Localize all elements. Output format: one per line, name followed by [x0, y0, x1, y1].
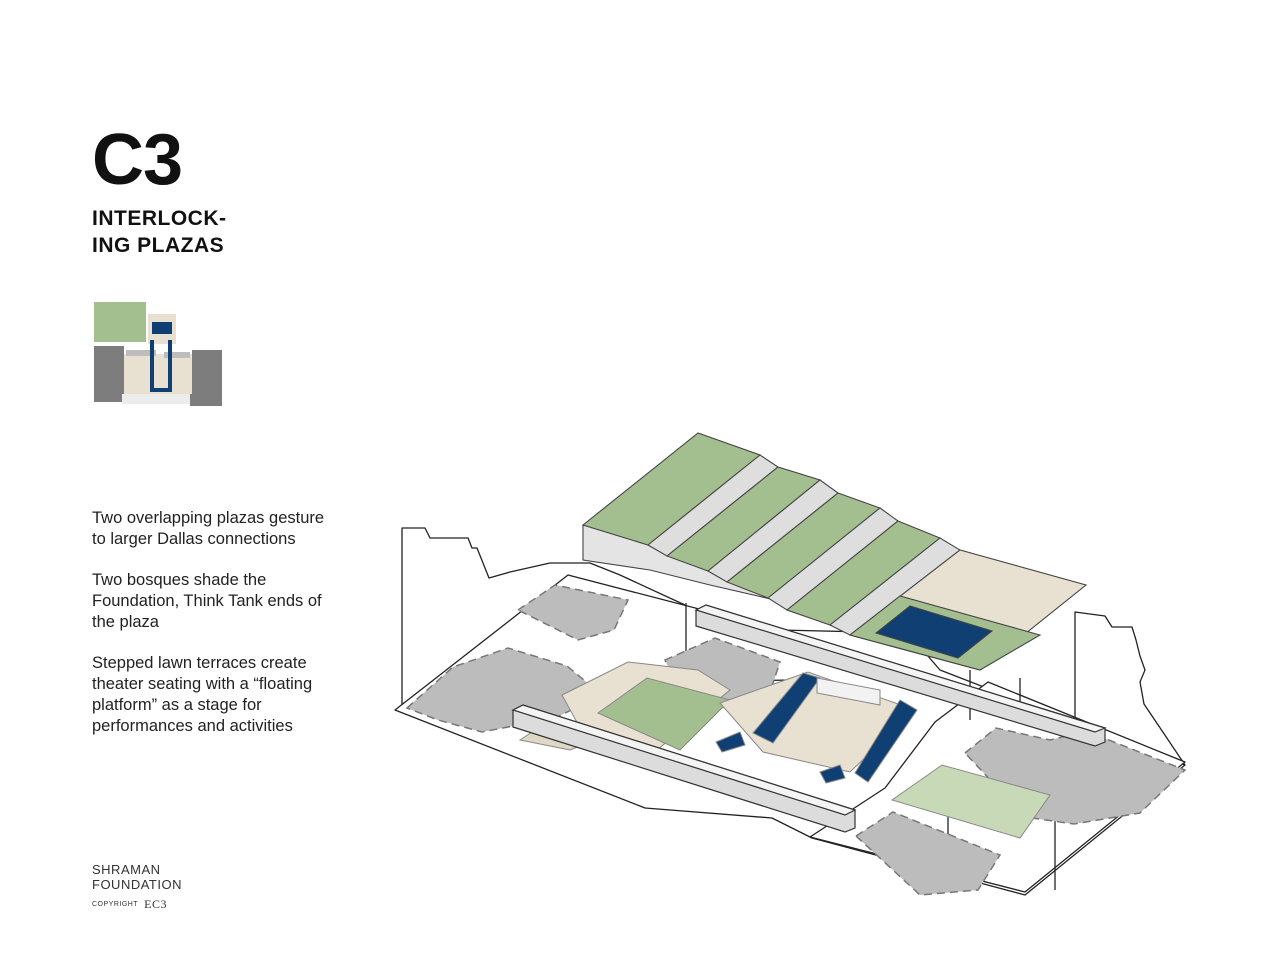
keyplan-building: [192, 350, 222, 392]
title-line: ING PLAZAS: [92, 234, 225, 257]
water-channel: [854, 699, 918, 783]
keyplan-building: [190, 392, 222, 406]
description-line: platform” as a stage for: [92, 696, 262, 714]
building-elevation-outline: [1074, 611, 1186, 766]
description-paragraph: Stepped lawn terraces create theater sea…: [92, 653, 362, 737]
copyright-label: COPYRIGHT: [92, 901, 139, 909]
keyplan-water: [152, 322, 172, 334]
description-line: to larger Dallas connections: [92, 530, 296, 548]
copyright-mark: EC3: [144, 897, 167, 911]
key-plan-thumbnail: [94, 302, 222, 406]
axonometric-diagram: [394, 432, 1187, 896]
building-elevation-outline: [401, 527, 686, 705]
title-line: INTERLOCK-: [92, 207, 227, 230]
copyright: COPYRIGHT EC3: [92, 896, 182, 912]
building-footprint: [854, 811, 1002, 896]
water-pool: [874, 605, 994, 659]
lawn-area: [890, 764, 1051, 839]
water-channel: [715, 731, 746, 753]
description-paragraph: Two bosques shade the Foundation, Think …: [92, 570, 362, 633]
description-line: the plaza: [92, 613, 159, 631]
water-channel: [752, 672, 821, 744]
keyplan-paving: [122, 394, 190, 404]
description-line: Stepped lawn terraces create: [92, 654, 307, 672]
keyplan-water: [168, 340, 172, 392]
description-line: Two bosques shade the: [92, 571, 267, 589]
linear-canopy: [694, 604, 1107, 733]
keyplan-water: [150, 388, 172, 392]
page-code: C3: [92, 120, 183, 200]
linear-canopy: [511, 704, 857, 816]
building-footprint: [516, 584, 630, 641]
description-line: performances and activities: [92, 717, 293, 735]
keyplan-building: [94, 346, 124, 402]
description: Two overlapping plazas gesture to larger…: [92, 508, 362, 757]
keyplan-building: [164, 352, 190, 358]
keyplan-lawn: [94, 302, 146, 342]
description-line: Two overlapping plazas gesture: [92, 509, 325, 527]
keyplan-water: [150, 340, 154, 392]
keyplan-paving: [124, 354, 192, 394]
brand-block: SHRAMAN FOUNDATION COPYRIGHT EC3: [92, 862, 182, 912]
water-channel: [819, 764, 846, 784]
description-line: Foundation, Think Tank ends of: [92, 592, 322, 610]
stage-platform: [816, 677, 881, 706]
page-title: INTERLOCK- ING PLAZAS: [92, 205, 227, 259]
keyplan-building: [126, 350, 156, 356]
brand-line: SHRAMAN: [92, 862, 161, 877]
description-line: theater seating with a “floating: [92, 675, 313, 693]
brand-line: FOUNDATION: [92, 877, 182, 892]
description-paragraph: Two overlapping plazas gesture to larger…: [92, 508, 362, 550]
